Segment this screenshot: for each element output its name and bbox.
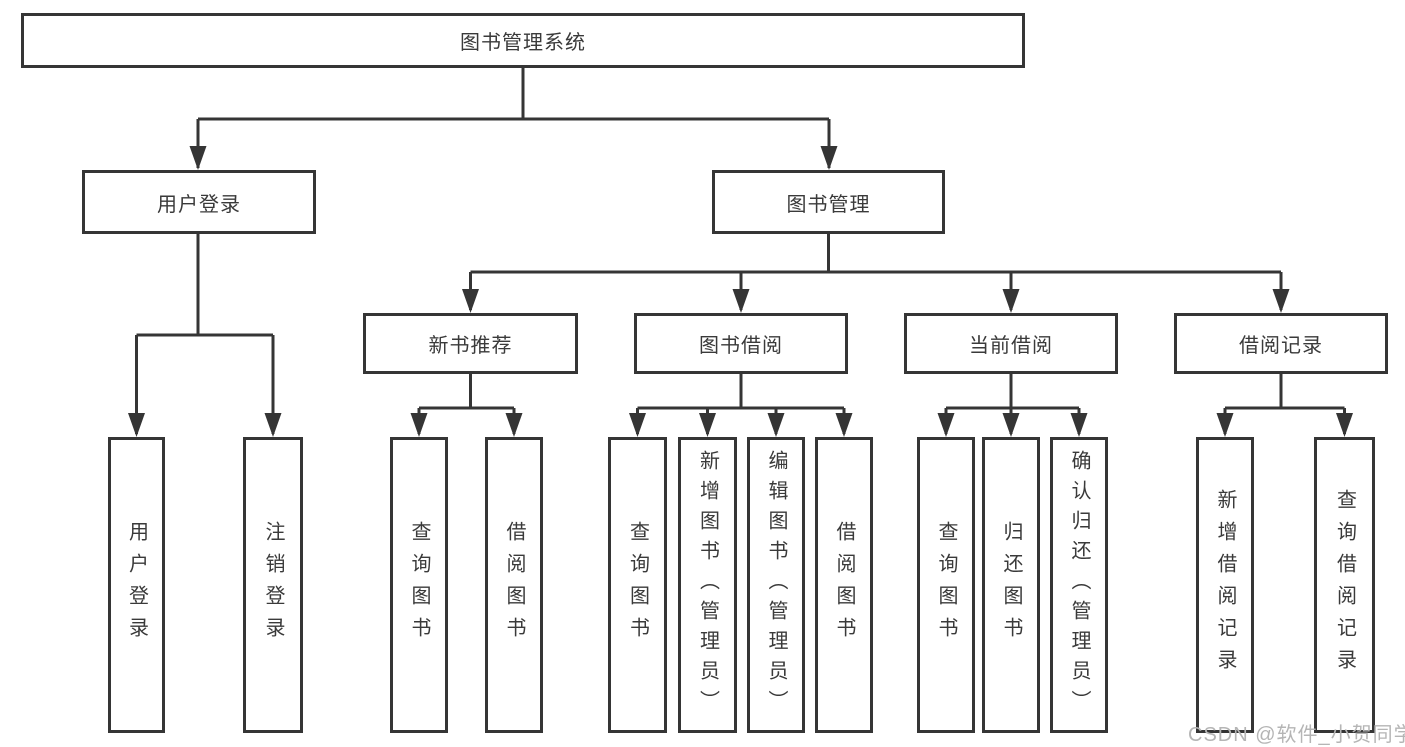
csdn-watermark: CSDN @软件_小贺同学 (1188, 724, 1405, 746)
node-new-book-recommend: 新书推荐 (363, 313, 578, 374)
node-borrow-records: 借阅记录 (1174, 313, 1388, 374)
leaf-borrow-borrow-books-label: 借阅图书 (833, 521, 855, 649)
leaf-records-query-label: 查询借阅记录 (1333, 489, 1356, 681)
arrowhead-borrow-borrow (835, 413, 853, 437)
leaf-current-return-books-label: 归还图书 (1000, 521, 1022, 649)
leaf-borrow-add-books: 新增图书（管理员） (678, 437, 737, 733)
arrowhead-new-book-rec (462, 289, 479, 313)
arrowhead-borrow-add (699, 413, 716, 437)
leaf-records-add: 新增借阅记录 (1196, 437, 1254, 733)
leaf-borrow-edit-books: 编辑图书（管理员） (747, 437, 805, 733)
node-book-borrowing: 图书借阅 (634, 313, 848, 374)
arrowhead-book-borrow (732, 289, 750, 313)
node-book-management: 图书管理 (712, 170, 945, 234)
leaf-current-query-books: 查询图书 (917, 437, 975, 733)
leaf-current-confirm-return: 确认归还（管理员） (1050, 437, 1108, 733)
leaf-rec-query-books-label: 查询图书 (408, 521, 430, 649)
arrowhead-current-borrow (1002, 289, 1020, 313)
node-root-library-system: 图书管理系统 (21, 13, 1025, 68)
arrowhead-current-confirm (1070, 413, 1088, 437)
arrowhead-borrow-records (1272, 289, 1290, 313)
arrowhead-book-mgmt (820, 146, 838, 170)
arrowhead-records-add (1216, 413, 1234, 437)
leaf-user-login: 用户登录 (108, 437, 165, 733)
node-user-login: 用户登录 (82, 170, 316, 234)
leaf-current-confirm-return-label: 确认归还（管理员） (1068, 450, 1090, 720)
leaf-user-login-label: 用户登录 (125, 521, 148, 649)
arrowhead-borrow-edit (767, 413, 785, 437)
arrowhead-leaf-logout (264, 413, 282, 437)
leaf-rec-borrow-books: 借阅图书 (485, 437, 543, 733)
leaf-logout-label: 注销登录 (262, 521, 284, 649)
connector-root-to-level2 (196, 67, 831, 168)
leaf-records-query: 查询借阅记录 (1314, 437, 1375, 733)
arrowhead-current-query (937, 413, 955, 437)
connector-user-login-children (135, 232, 275, 434)
arrowhead-rec-query (410, 413, 428, 437)
connector-book-borrow-children (636, 373, 846, 434)
leaf-current-return-books: 归还图书 (982, 437, 1040, 733)
leaf-current-query-books-label: 查询图书 (935, 521, 957, 649)
leaf-rec-query-books: 查询图书 (390, 437, 448, 733)
node-current-borrowing: 当前借阅 (904, 313, 1118, 374)
leaf-borrow-query-books: 查询图书 (608, 437, 667, 733)
connector-new-book-rec-children (417, 373, 516, 434)
arrowhead-rec-borrow (505, 413, 523, 437)
connector-book-mgmt-children (469, 232, 1283, 310)
arrowhead-records-query (1336, 413, 1353, 437)
leaf-borrow-query-books-label: 查询图书 (626, 521, 649, 649)
leaf-borrow-borrow-books: 借阅图书 (815, 437, 873, 733)
leaf-borrow-add-books-label: 新增图书（管理员） (696, 450, 719, 720)
leaf-rec-borrow-books-label: 借阅图书 (503, 521, 525, 649)
leaf-records-add-label: 新增借阅记录 (1214, 489, 1236, 681)
leaf-borrow-edit-books-label: 编辑图书（管理员） (765, 450, 787, 720)
arrowhead-user-login (189, 146, 207, 170)
connector-borrow-records-children (1223, 373, 1346, 434)
arrowhead-leaf-user-login (128, 413, 145, 437)
arrowhead-current-return (1002, 413, 1020, 437)
arrowhead-borrow-query (629, 413, 646, 437)
leaf-logout: 注销登录 (243, 437, 303, 733)
